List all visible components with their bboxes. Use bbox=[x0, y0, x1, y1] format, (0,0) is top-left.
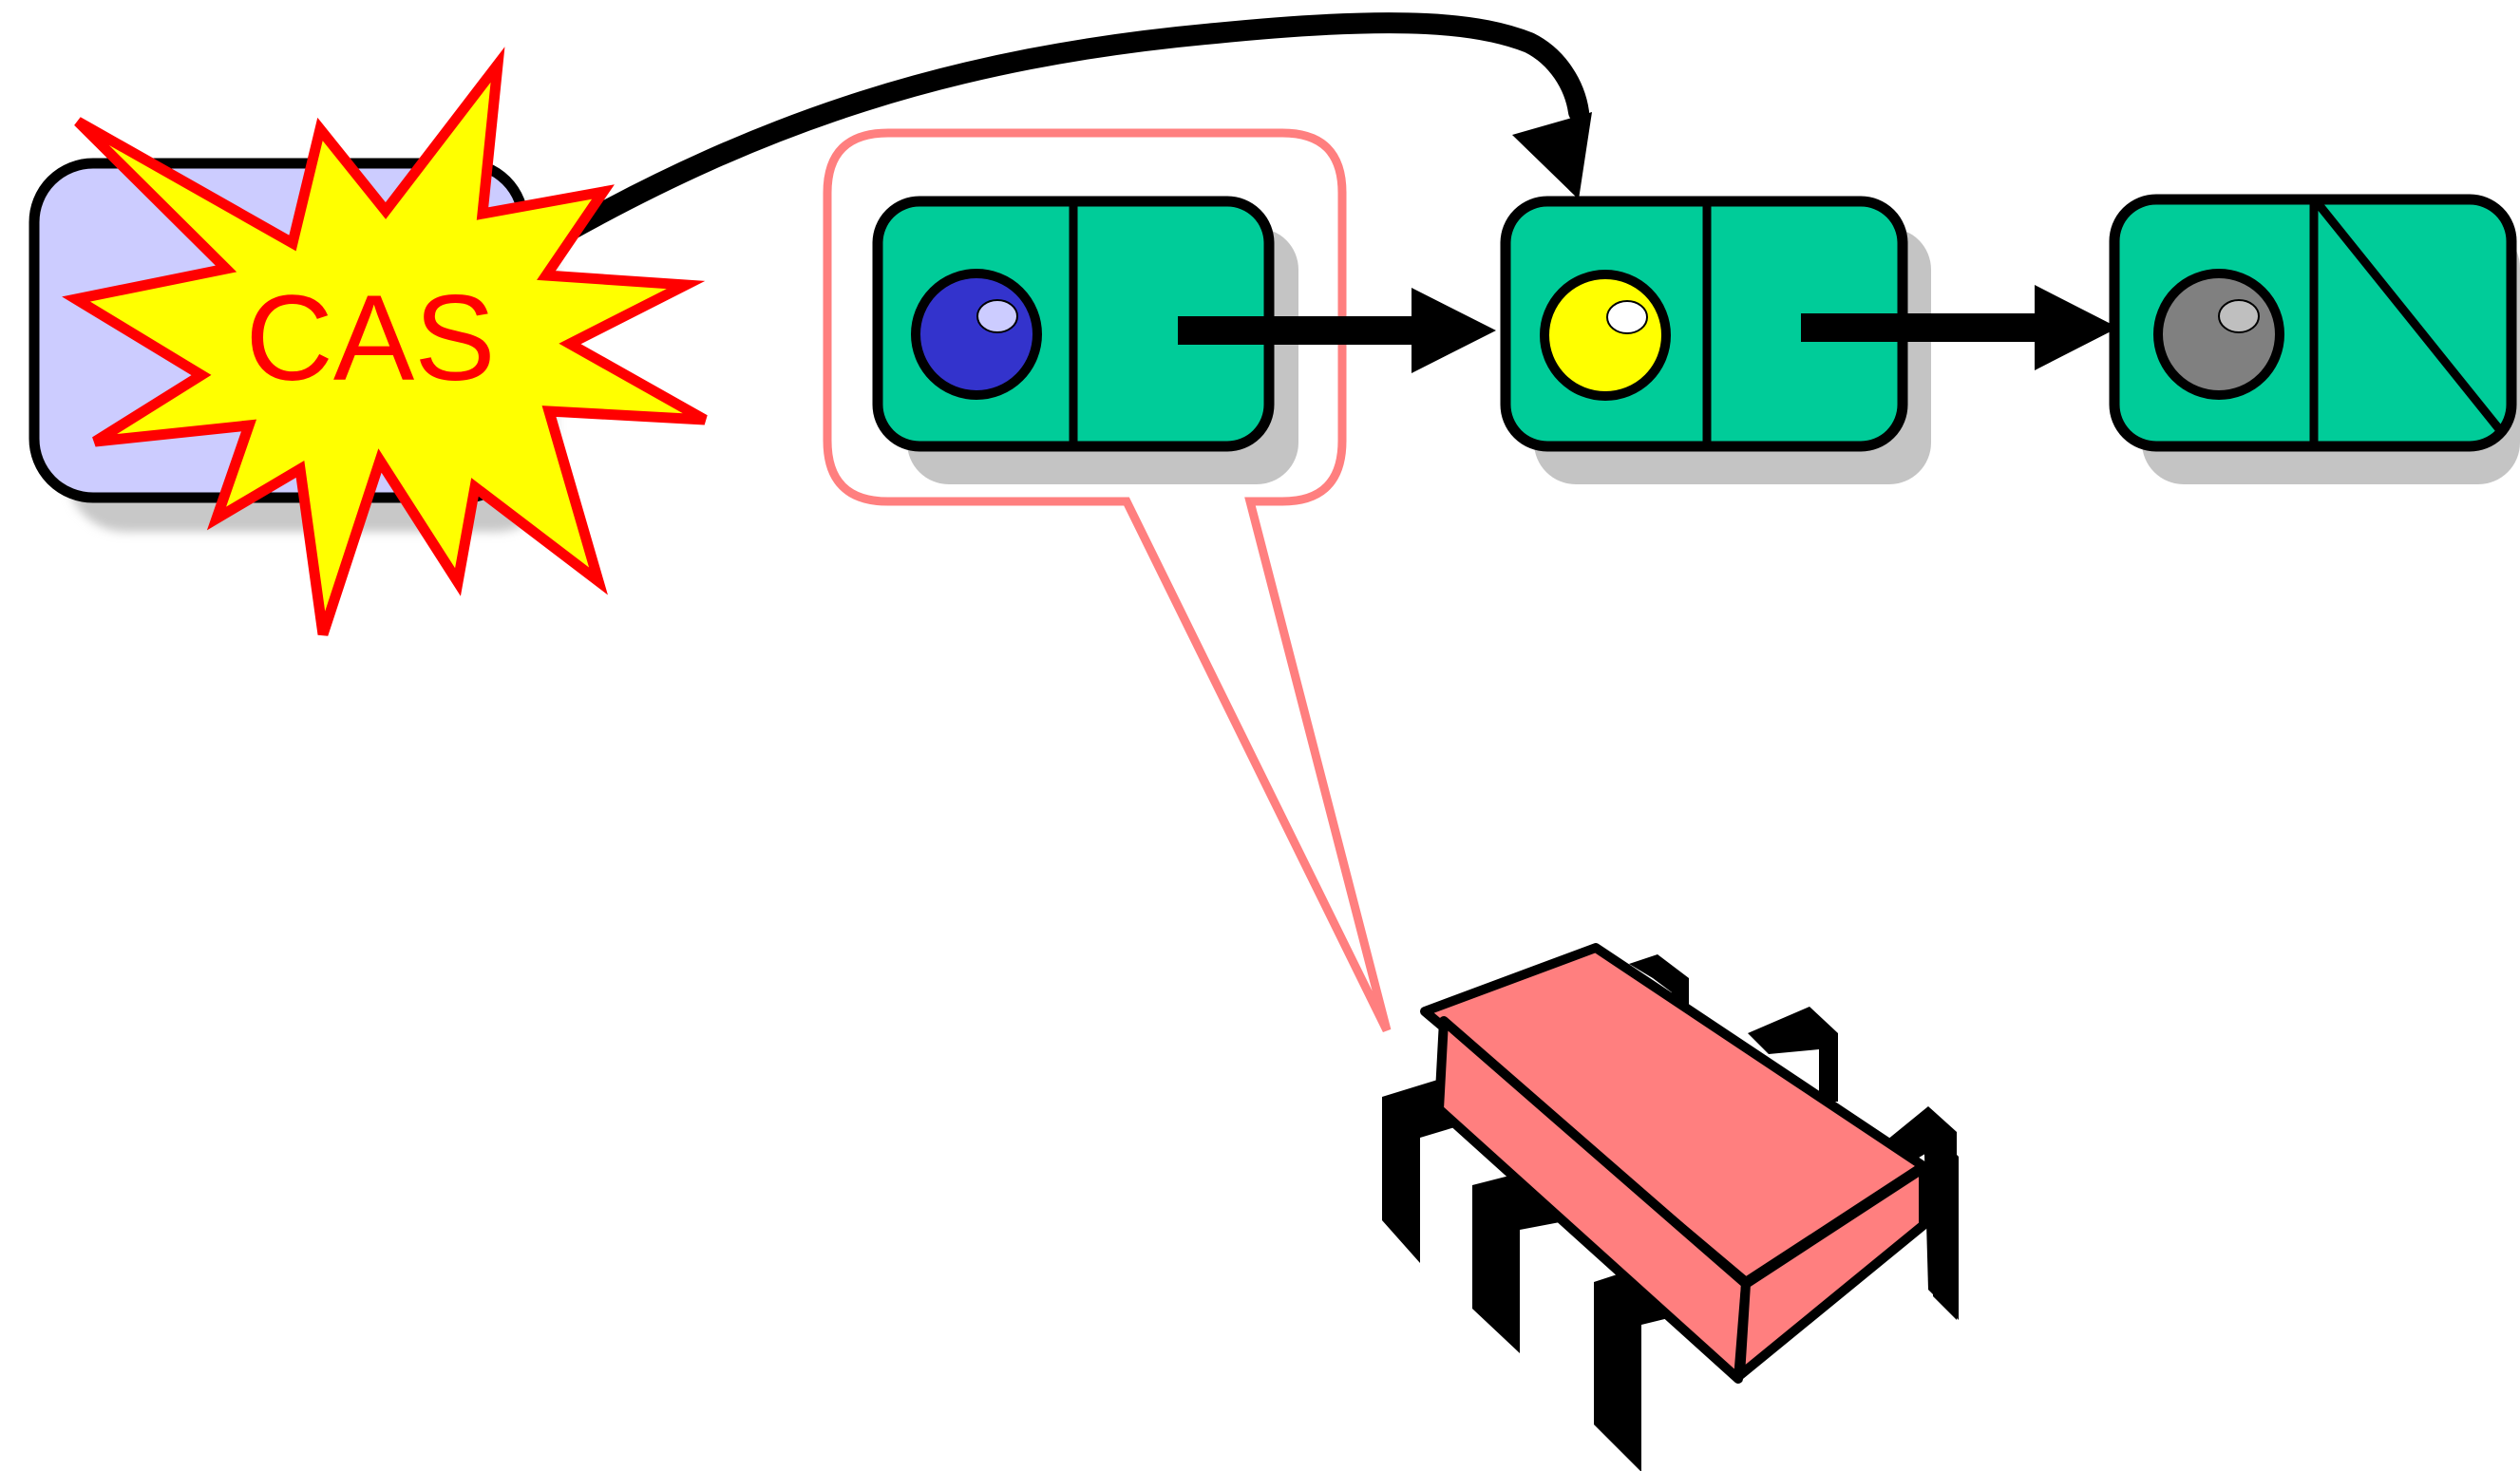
null-pointer-icon bbox=[2314, 200, 2508, 438]
cas-arrow bbox=[550, 12, 1592, 246]
list-node-1 bbox=[872, 196, 1496, 484]
cas-starburst: CAS bbox=[62, 47, 708, 636]
yellow-ball-highlight-icon bbox=[1606, 300, 1648, 334]
gray-ball-highlight-icon bbox=[2218, 299, 2260, 333]
starburst-icon bbox=[62, 47, 708, 636]
chip-pin-back-2 bbox=[1748, 1007, 1838, 1102]
cas-arrow-curve bbox=[550, 12, 1589, 246]
list-node-2 bbox=[1500, 196, 2118, 484]
gray-ball-icon bbox=[2153, 269, 2284, 400]
cas-arrowhead-icon bbox=[1512, 112, 1592, 199]
blue-ball-highlight-icon bbox=[976, 299, 1018, 333]
node-2-arrowhead-icon bbox=[2035, 285, 2118, 370]
blue-ball-icon bbox=[911, 269, 1042, 400]
cas-label: CAS bbox=[245, 271, 495, 406]
memory-chip-icon bbox=[1382, 943, 1959, 1471]
callout-icon bbox=[823, 128, 1392, 1032]
chip-pin-right-1 bbox=[1923, 1121, 1959, 1320]
list-node-3 bbox=[2109, 194, 2520, 484]
chip-right-face bbox=[1735, 1163, 1928, 1380]
node-1-arrowhead-icon bbox=[1412, 288, 1496, 373]
yellow-ball-icon bbox=[1540, 270, 1671, 401]
